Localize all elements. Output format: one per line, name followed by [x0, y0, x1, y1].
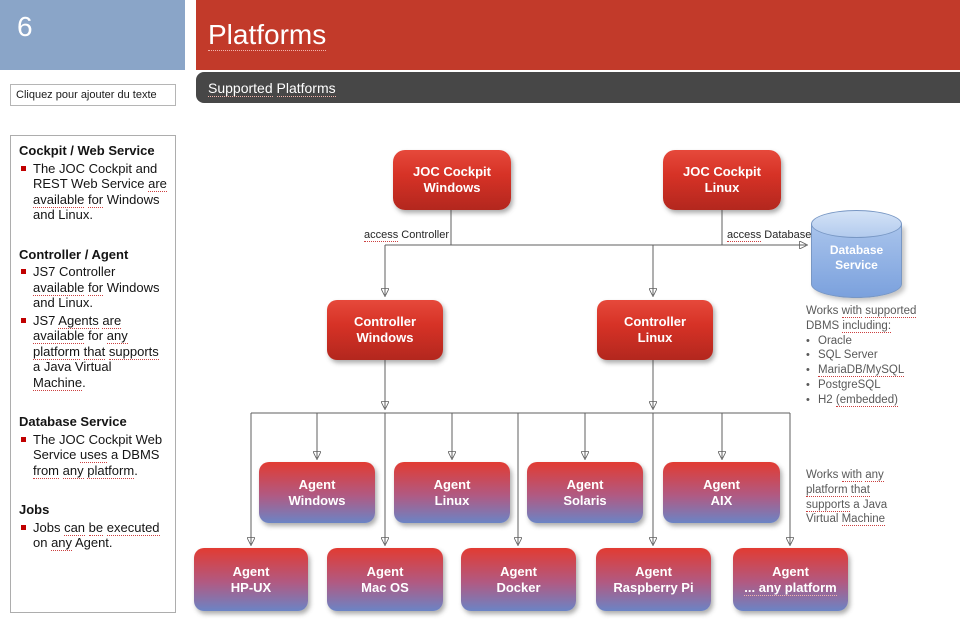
node-label: Controller: [623, 314, 687, 329]
bullet-square-icon: [21, 317, 26, 323]
node-agent-any-platform[interactable]: Agent ... any platform: [733, 548, 848, 611]
sidebar-bullet-text: Jobs can be executed on any Agent.: [33, 519, 160, 551]
node-label: Solaris: [563, 492, 607, 508]
node-label: Agent: [366, 563, 404, 579]
node-label: Linux: [637, 330, 673, 345]
sidebar-bullet-text: JS7 Controller available for Windows and…: [33, 264, 160, 310]
page-subtitle: Supported Platforms: [208, 79, 336, 97]
node-agent-macos[interactable]: Agent Mac OS: [327, 548, 443, 611]
sidebar-heading: Cockpit / Web Service: [19, 143, 155, 158]
sidebar-bullet: Jobs can be executed on any Agent.: [19, 519, 167, 551]
node-label: Linux: [434, 492, 470, 508]
text-placeholder-label: Cliquez pour ajouter du texte: [16, 89, 157, 101]
node-label: JOC Cockpit: [412, 164, 491, 179]
jvm-note[interactable]: Works with any platform that supports a …: [806, 468, 887, 527]
dot-bullet-icon: •: [806, 349, 810, 362]
dbms-list-item: • PostgreSQL: [806, 378, 881, 391]
node-label: Mac OS: [361, 579, 409, 595]
dbms-list-item: • MariaDB/MySQL: [806, 364, 905, 378]
bullet-square-icon: [21, 436, 26, 442]
node-label: Windows: [423, 180, 481, 195]
node-label: Agent: [772, 563, 809, 579]
cylinder-top: [811, 210, 902, 238]
node-agent-windows[interactable]: Agent Windows: [259, 462, 375, 523]
bullet-square-icon: [21, 524, 26, 530]
node-label: HP-UX: [230, 579, 272, 595]
sidebar-bullet: JS7 Agents are available for any platfor…: [19, 312, 167, 391]
node-joc-cockpit-linux[interactable]: JOC Cockpit Linux: [663, 150, 781, 210]
node-label: Agent: [232, 563, 270, 579]
sidebar-bullet: The JOC Cockpit Web Service uses a DBMS …: [19, 432, 167, 479]
subtitle-bar[interactable]: Supported Platforms: [196, 72, 960, 103]
dot-bullet-icon: •: [806, 334, 810, 347]
dot-bullet-icon: •: [806, 378, 810, 391]
sidebar-heading: Jobs: [19, 502, 50, 517]
dot-bullet-icon: •: [806, 393, 810, 406]
node-label: Agent: [433, 476, 471, 492]
dbms-note-line: Works with supported: [806, 305, 917, 318]
label-access-database[interactable]: access Database: [727, 229, 812, 242]
jvm-note-line: Virtual Machine: [806, 513, 886, 527]
node-agent-solaris[interactable]: Agent Solaris: [527, 462, 643, 523]
node-agent-aix[interactable]: Agent AIX: [663, 462, 780, 523]
page-title: Platforms: [208, 19, 327, 51]
sidebar-textbox[interactable]: Cockpit / Web Service The JOC Cockpit an…: [10, 135, 176, 613]
node-agent-hpux[interactable]: Agent HP-UX: [194, 548, 308, 611]
node-label: Agent: [500, 563, 537, 579]
node-agent-raspberry-pi[interactable]: Agent Raspberry Pi: [596, 548, 711, 611]
bullet-square-icon: [21, 269, 26, 274]
jvm-note-line: platform that: [806, 483, 870, 497]
node-label: Raspberry Pi: [613, 579, 694, 595]
node-label: Windows: [356, 330, 414, 345]
node-label: Agent: [566, 476, 604, 492]
node-label: Agent: [703, 476, 740, 492]
sidebar-bullet: The JOC Cockpit and REST Web Service are…: [19, 161, 167, 223]
sidebar-bullet: JS7 Controller available for Windows and…: [19, 264, 167, 311]
node-label: ... any platform: [744, 579, 837, 596]
node-label: JOC Cockpit: [682, 164, 761, 179]
node-agent-docker[interactable]: Agent Docker: [461, 548, 576, 611]
node-label: Linux: [704, 180, 740, 195]
node-controller-windows[interactable]: Controller Windows: [327, 300, 443, 360]
node-label: AIX: [710, 492, 733, 508]
node-label: Agent: [635, 563, 672, 579]
dbms-note[interactable]: Works with supported DBMS including: • O…: [806, 304, 917, 408]
sidebar-bullet-text: The JOC Cockpit Web Service uses a DBMS …: [33, 431, 163, 479]
sidebar-bullet-text: JS7 Agents are available for any platfor…: [33, 312, 159, 391]
node-label: Docker: [496, 579, 541, 595]
slide-number-box: 6: [0, 0, 185, 70]
jvm-note-line: supports a Java: [806, 498, 888, 512]
dbms-list-item: • Oracle: [806, 334, 852, 347]
jvm-note-line: Works with any: [806, 469, 884, 482]
dbms-note-line: DBMS including:: [806, 319, 892, 333]
title-bar[interactable]: Platforms: [196, 0, 960, 70]
text-placeholder[interactable]: Cliquez pour ajouter du texte: [10, 84, 176, 106]
node-database-service[interactable]: Database Service: [811, 210, 902, 298]
sidebar-bullet-text: The JOC Cockpit and REST Web Service are…: [33, 160, 167, 222]
node-label: Windows: [288, 492, 346, 508]
node-label: Agent: [298, 476, 336, 492]
label-access-controller[interactable]: access Controller: [364, 229, 449, 242]
node-label: Controller: [353, 314, 417, 329]
node-joc-cockpit-windows[interactable]: JOC Cockpit Windows: [393, 150, 511, 210]
dot-bullet-icon: •: [806, 364, 810, 377]
sidebar-heading: Database Service: [19, 414, 127, 429]
bullet-square-icon: [21, 165, 26, 171]
sidebar-heading: Controller / Agent: [19, 246, 129, 262]
slide-number: 6: [17, 11, 33, 42]
dbms-list-item: • H2 (embedded): [806, 393, 898, 407]
dbms-list-item: • SQL Server: [806, 349, 878, 362]
node-controller-linux[interactable]: Controller Linux: [597, 300, 713, 360]
node-label: Database Service: [829, 243, 884, 272]
node-agent-linux[interactable]: Agent Linux: [394, 462, 510, 523]
